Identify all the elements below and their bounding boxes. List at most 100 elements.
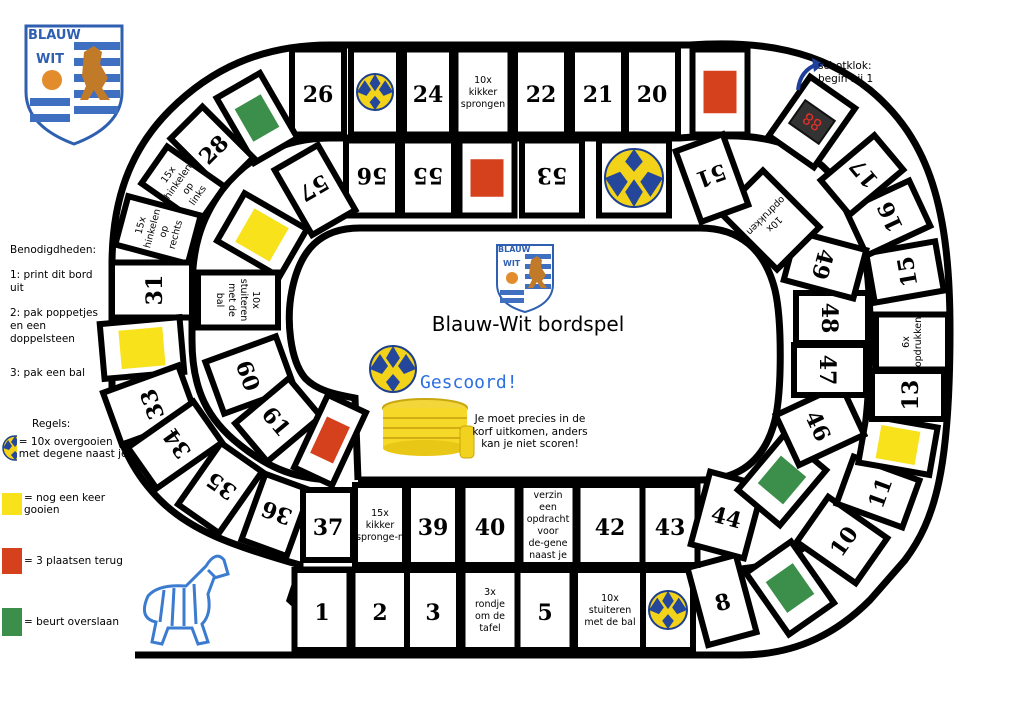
red-card-icon [2,548,22,574]
board-square-5: 5 [514,567,576,653]
board-square-1: 1 [291,567,353,653]
square-task-text: 6xopdrukken [901,317,924,367]
board-square-25 [348,46,402,138]
rules-heading: Regels: [32,418,71,430]
board-square-59: 10xstuiterenmet debal [195,269,281,331]
board-square-52 [596,137,672,219]
board-square-11: 11 [832,452,924,532]
board-square-3: 3 [404,567,462,653]
shot-clock-icon: 88 [787,98,837,146]
requirement-item: 1: print dit bord uit [10,269,93,294]
board-square-34: 34 [123,397,227,493]
board-square-24: 24 [401,46,455,138]
square-number: 5 [537,600,552,626]
yellow-card-icon [235,208,289,262]
board-square-13: 13 [869,368,947,422]
square-tile [816,131,908,219]
board-square-27 [212,68,302,168]
board-square-46: 46 [771,380,869,470]
square-number: 56 [357,162,388,188]
green-card-icon [757,455,807,505]
board-square-22: 22 [512,46,570,138]
rule-red-text: = 3 plaatsen terug [24,555,123,567]
yellow-card-icon [2,493,22,515]
scored-label: Gescoord! [420,372,518,393]
basket-icon [382,398,475,459]
square-tile [291,567,353,653]
board-square-2: 2 [349,567,411,653]
green-card-icon [765,563,815,613]
square-tile [123,397,227,493]
square-number: 2 [372,600,387,626]
square-task-text: 10xstuiterenmet debal [214,279,261,321]
rule-green: = beurt overslaan [2,608,132,636]
board-square-37: 37 [300,487,356,563]
center-ball-icon [369,345,417,393]
square-tile [574,482,646,568]
ball-icon [356,73,394,111]
square-tile [405,482,461,568]
red-card-icon [310,416,350,464]
square-tile [173,438,267,538]
board-square-49: 49 [780,227,870,303]
square-number: 20 [637,82,668,108]
board-square-16: 16 [841,176,935,260]
board-square-29: 15xhinkelenoplinks [137,142,229,228]
square-tile [512,46,570,138]
board-square-36: 36 [237,470,315,560]
square-number: 43 [655,515,686,541]
square-tile [401,46,455,138]
board-square-43: 43 [639,482,701,568]
requirement-item: 2: pak poppetjes en een doppelsteen [10,307,98,345]
square-number: 13 [898,380,924,411]
square-number: 8 [712,588,734,617]
square-tile [671,130,753,226]
square-number: 21 [583,82,614,108]
square-tile [111,192,205,268]
square-number: 42 [595,515,626,541]
ball-icon [2,435,17,461]
board-square-61: 61 [230,374,326,466]
square-tile [639,482,701,568]
board-square-12 [854,411,942,479]
square-tile [862,237,948,307]
rule-yellow-text: = nog een keer gooien [24,492,106,516]
board-square-39: 39 [405,482,461,568]
square-tile [195,269,281,331]
square-tile [289,46,347,138]
club-logo: BLAUW WIT [22,22,126,146]
square-tile [792,492,892,588]
clock-arrow-icon [796,58,824,91]
square-tile [841,176,935,260]
board-square-15: 15 [862,237,948,307]
square-number: 53 [537,162,568,188]
square-number: 3 [425,600,440,626]
square-tile [683,551,761,649]
rule-ball-text: = 10x overgooien met degene naast je [18,436,128,460]
board-square-51: 51 [671,130,753,226]
square-number: 47 [814,355,840,386]
board-square-48: 48 [793,290,871,346]
square-number: 31 [142,275,168,306]
square-tile [237,470,315,560]
logo-text-wit: WIT [36,52,65,67]
yellow-card-icon [118,326,166,370]
square-number: 24 [413,82,444,108]
square-number: 37 [313,515,344,541]
board-title: Blauw-Wit bordspel [431,312,625,336]
logo-text-blauw: BLAUW [28,28,81,43]
red-card-icon [703,70,737,114]
requirement-item: 3: pak een bal [10,367,86,379]
square-tile [514,567,576,653]
square-number: 15 [892,254,923,289]
